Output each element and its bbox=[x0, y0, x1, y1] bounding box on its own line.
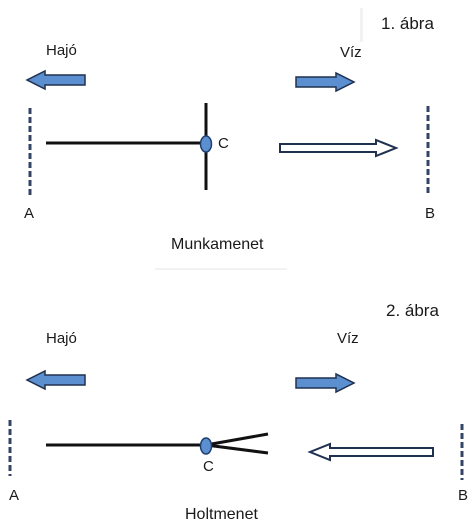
fig1-point-b-label: B bbox=[425, 205, 436, 222]
fig2-point-b-label: B bbox=[458, 487, 469, 504]
fig2-point-c-label: C bbox=[203, 458, 214, 475]
fig1-point-a-label: A bbox=[24, 205, 35, 222]
fig1-title: 1. ábra bbox=[381, 14, 434, 33]
fig2-pivot-c-node bbox=[199, 437, 213, 455]
fig2-paddle-blade-lower bbox=[205, 443, 269, 455]
faint-separator-top bbox=[360, 8, 363, 42]
fig1-ship-label: Hajó bbox=[46, 42, 77, 59]
fig1-caption: Munkamenet bbox=[171, 236, 264, 253]
fig1-point-c-label: C bbox=[218, 135, 229, 152]
fig2-ship-label: Hajó bbox=[46, 330, 77, 347]
fig2-water-direction-arrow bbox=[295, 372, 356, 394]
fig1-pivot-c-node bbox=[199, 135, 213, 153]
fig1-ship-direction-arrow bbox=[25, 69, 86, 91]
fig1-water-direction-arrow bbox=[295, 71, 356, 93]
fig1-water-label: Víz bbox=[340, 44, 362, 61]
fig2-ship-direction-arrow bbox=[25, 369, 86, 391]
fig2-paddle-blade-upper bbox=[205, 432, 269, 447]
fig2-point-a-label: A bbox=[9, 487, 20, 504]
fig1-motion-arrow bbox=[279, 138, 399, 158]
fig2-caption: Holtmenet bbox=[185, 506, 258, 523]
fig2-water-label: Víz bbox=[337, 330, 359, 347]
fig2-title: 2. ábra bbox=[386, 301, 439, 320]
fig2-motion-arrow bbox=[307, 442, 434, 462]
faint-separator-middle bbox=[155, 268, 287, 270]
